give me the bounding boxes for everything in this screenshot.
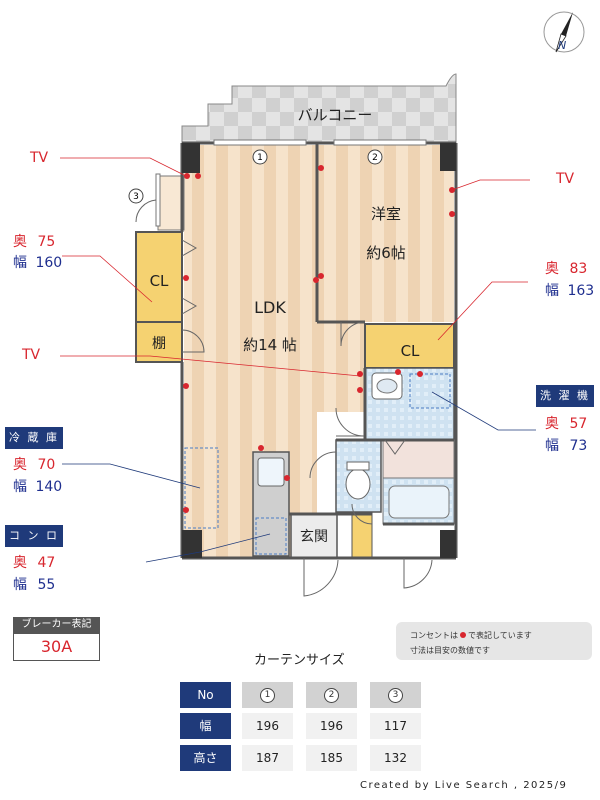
legend-note-line1: コンセントはで表記しています (410, 631, 532, 640)
curtain-title: カーテンサイズ (254, 653, 345, 668)
outlet-icon (460, 632, 466, 638)
closet-right-label: CL (401, 342, 420, 360)
curtain-width-2: 196 (306, 713, 357, 739)
washer-dimension-width: 幅 73 (545, 438, 588, 454)
window-marker-2: 2 (372, 153, 378, 163)
washer-dimension-depth: 奥 57 (545, 416, 588, 432)
breaker-value: 30A (13, 633, 100, 661)
tv-label-top-left: TV (30, 150, 49, 166)
kitchen-sink-icon (257, 457, 285, 487)
fridge-title: 冷 蔵 庫 (5, 427, 63, 449)
washer-title: 洗 濯 機 (536, 385, 594, 407)
credit-text: Created by Live Search , 2025/9 (360, 780, 568, 791)
curtain-width-3: 117 (370, 713, 421, 739)
ldk-size: 約14 帖 (243, 336, 297, 354)
stove-title: コ ン ロ (5, 525, 63, 547)
curtain-col-2: 2 (306, 682, 357, 708)
legend-note-line2: 寸法は目安の数値です (410, 646, 490, 655)
closet-left-label: CL (150, 272, 169, 290)
western-room-floor (317, 145, 454, 322)
western-room-name: 洋室 (371, 205, 401, 223)
curtain-row-width-label: 幅 (180, 713, 231, 739)
bathtub (388, 485, 450, 519)
curtain-col-3: 3 (370, 682, 421, 708)
cl-dimension-width: 幅 160 (13, 255, 63, 271)
curtain-header-no: No (180, 682, 231, 708)
western-room-size: 約6帖 (366, 244, 406, 262)
window-marker-1: 1 (257, 153, 263, 163)
cl-dimension-depth: 奥 75 (13, 234, 56, 250)
curtain-height-1: 187 (242, 745, 293, 771)
compass-icon: N (543, 11, 585, 53)
stove-space (255, 517, 287, 555)
toilet-icon (345, 468, 371, 500)
window-marker-3: 3 (133, 192, 139, 202)
tv-label-middle: TV (22, 347, 41, 363)
legend-note: コンセントはで表記しています 寸法は目安の数値です (396, 622, 592, 660)
compass-north-label: N (558, 39, 566, 52)
shelf (135, 321, 183, 363)
curtain-row-height-label: 高さ (180, 745, 231, 771)
window-markers: 1 2 3 (128, 149, 383, 204)
fridge-space (184, 447, 219, 529)
tv-leader-lines (60, 157, 530, 377)
western-cl-dimension-width: 幅 163 (545, 283, 595, 299)
closet-left (135, 231, 183, 323)
tv-label-right: TV (556, 171, 575, 187)
curtain-height-3: 132 (370, 745, 421, 771)
ldk-name: LDK (254, 298, 286, 317)
curtain-col-1: 1 (242, 682, 293, 708)
shelf-label: 棚 (152, 336, 166, 352)
balcony-label: バルコニー (298, 106, 373, 124)
stove-dimension-depth: 奥 47 (13, 555, 56, 571)
fridge-dimension-depth: 奥 70 (13, 457, 56, 473)
breaker-label: ブレーカー表記 (13, 617, 100, 633)
ldk-floor (184, 145, 317, 559)
appliance-leader-lines (62, 391, 536, 563)
western-cl-dimension-depth: 奥 83 (545, 261, 588, 277)
stove-dimension-width: 幅 55 (13, 577, 56, 593)
doors (135, 199, 433, 597)
curtain-height-2: 185 (306, 745, 357, 771)
outlet-markers (183, 165, 455, 513)
entrance-label: 玄関 (300, 528, 328, 545)
washer-space (409, 373, 451, 409)
fridge-dimension-width: 幅 140 (13, 479, 63, 495)
curtain-width-1: 196 (242, 713, 293, 739)
balcony: バルコニー (181, 73, 457, 144)
